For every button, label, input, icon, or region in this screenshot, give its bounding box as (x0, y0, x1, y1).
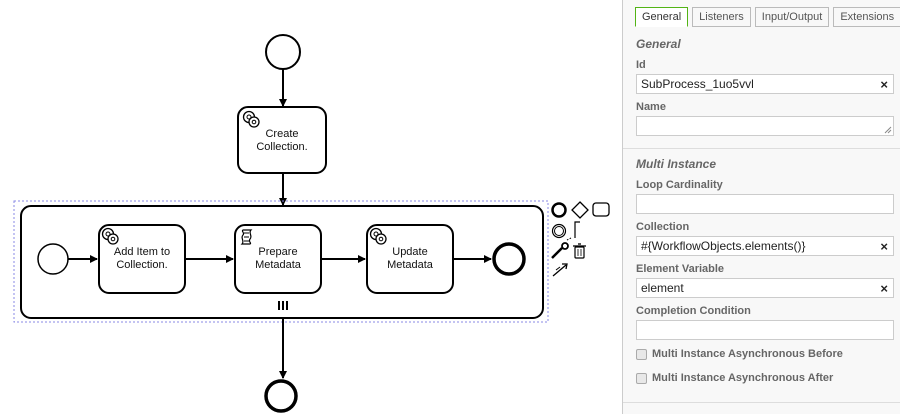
inner-end-event[interactable] (492, 242, 526, 276)
service-task-gear-icon (369, 227, 387, 245)
element-variable-field[interactable]: element × (636, 278, 894, 298)
tab-input-output[interactable]: Input/Output (754, 7, 830, 27)
change-type-wrench-icon[interactable] (551, 242, 569, 259)
clear-id-icon[interactable]: × (880, 77, 888, 92)
element-variable-value[interactable]: element (641, 281, 684, 295)
async-after-row[interactable]: Multi Instance Asynchronous After (636, 372, 833, 384)
properties-panel: General Listeners Input/Output Extension… (622, 0, 900, 414)
inner-start-event[interactable] (37, 243, 69, 275)
loop-cardinality-field[interactable] (636, 194, 894, 214)
element-variable-label: Element Variable (636, 263, 725, 275)
append-gateway-icon[interactable] (571, 201, 589, 219)
id-label: Id (636, 59, 646, 71)
tab-general[interactable]: General (635, 7, 689, 27)
text-annotation-icon[interactable] (566, 221, 580, 241)
tab-listeners[interactable]: Listeners (692, 7, 751, 27)
async-before-label: Multi Instance Asynchronous Before (652, 348, 843, 360)
clear-element-variable-icon[interactable]: × (880, 281, 888, 296)
selection-outline (13, 200, 549, 323)
async-after-label: Multi Instance Asynchronous After (652, 372, 834, 384)
collection-value[interactable]: #{WorkflowObjects.elements()} (641, 239, 806, 253)
service-task-gear-icon (242, 110, 260, 128)
completion-condition-label: Completion Condition (636, 305, 751, 317)
start-event[interactable] (265, 34, 301, 70)
async-before-row[interactable]: Multi Instance Asynchronous Before (636, 348, 843, 360)
connect-arrow-icon[interactable] (552, 263, 568, 277)
completion-condition-field[interactable] (636, 320, 894, 340)
parallel-multi-instance-marker (278, 301, 288, 310)
async-after-checkbox[interactable] (636, 372, 647, 384)
delete-trash-icon[interactable] (573, 243, 586, 259)
resize-handle-icon[interactable] (884, 126, 892, 134)
group-title-multi-instance: Multi Instance (636, 157, 717, 171)
id-value[interactable]: SubProcess_1uo5vvl (641, 77, 754, 91)
group-divider (623, 148, 900, 149)
collection-field[interactable]: #{WorkflowObjects.elements()} × (636, 236, 894, 256)
tab-extensions[interactable]: Extensions (833, 7, 900, 27)
collection-label: Collection (636, 221, 690, 233)
async-before-checkbox[interactable] (636, 348, 647, 360)
loop-cardinality-label: Loop Cardinality (636, 179, 723, 191)
group-title-general: General (636, 37, 681, 51)
name-textarea[interactable] (636, 116, 894, 136)
service-task-gear-icon (101, 227, 119, 245)
clear-collection-icon[interactable]: × (880, 239, 888, 254)
properties-tabs: General Listeners Input/Output Extension… (635, 7, 900, 27)
append-end-event-icon[interactable] (551, 202, 567, 218)
name-label: Name (636, 101, 666, 113)
script-task-icon (240, 229, 253, 245)
id-field[interactable]: SubProcess_1uo5vvl × (636, 74, 894, 94)
append-task-icon[interactable] (592, 202, 610, 217)
context-pad[interactable] (551, 201, 610, 277)
group-divider (623, 402, 900, 403)
end-event[interactable] (264, 379, 298, 413)
